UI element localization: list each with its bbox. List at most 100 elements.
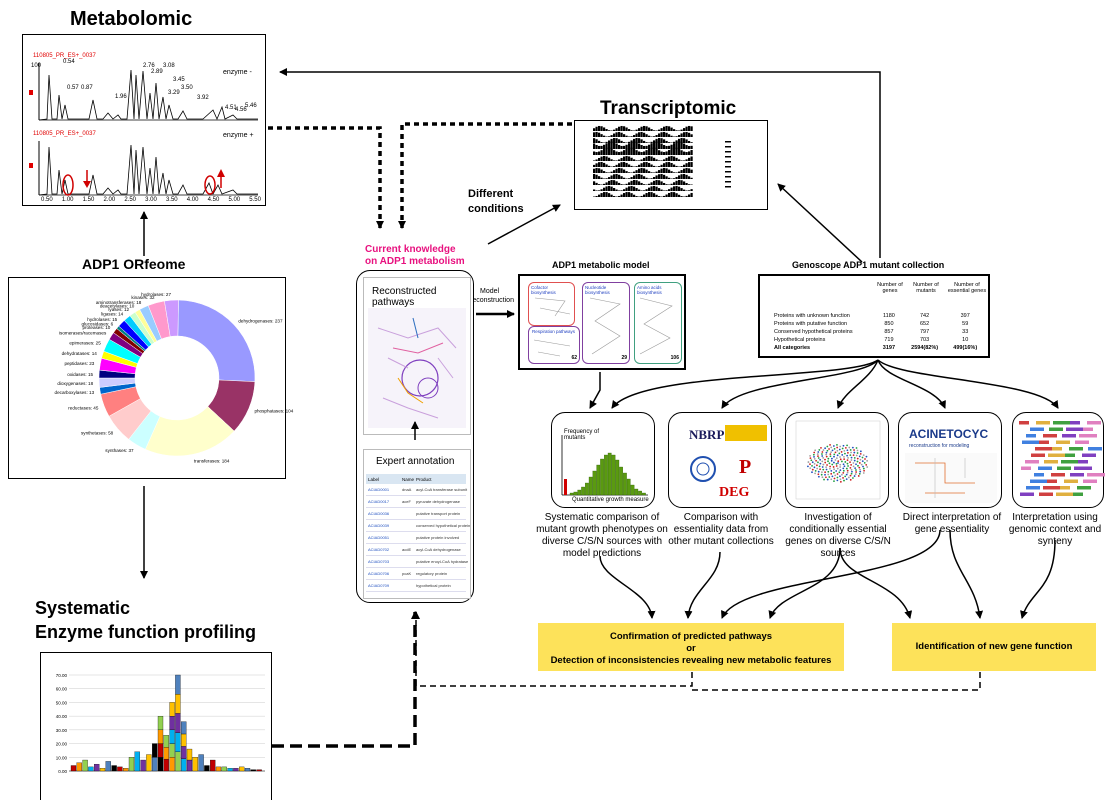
expression-bar [603,171,605,173]
expression-bar [606,142,608,143]
expression-bar [691,170,693,173]
expression-bar [646,134,648,137]
expression-bar [646,142,648,143]
expression-bar [608,181,610,185]
scatter-point [856,447,858,449]
scatter-point [859,473,861,475]
expression-bar [618,159,620,161]
expression-bar [623,162,625,167]
scatter-point [824,459,826,461]
annotation-cell: putative transport protein [416,511,466,516]
scatter-point [851,457,853,459]
expression-bar [613,174,615,179]
scatter-point [841,454,843,456]
y-tick-label: 0.00 [58,769,67,774]
expression-bar [623,170,625,173]
scatter-point [834,448,836,450]
hist-bar [585,483,588,495]
expression-bar [661,132,663,137]
expression-bar [633,195,635,197]
expression-bar [725,141,731,143]
expression-bar [613,130,615,131]
expression-bar [606,182,608,185]
expression-bar [601,170,603,173]
profiling-bar [228,768,233,771]
expression-bar [651,148,653,155]
scatter-point [837,462,839,464]
expression-bar [641,139,643,143]
peak-label: 0.57 [67,85,79,91]
gene-block [1020,493,1034,497]
expression-bar [638,138,640,143]
annotation-cell: regulatory protein [416,571,466,576]
expression-bar [656,149,658,155]
scatter-point [849,454,851,456]
expression-bar [621,190,623,191]
expression-bar [601,142,603,143]
expression-bar [688,133,690,137]
scatter-point [827,479,829,481]
expression-bar [688,146,690,149]
scatter-point [846,449,848,451]
expression-bar [648,188,650,191]
scatter-point [853,452,855,454]
expression-bar [641,159,643,161]
expression-bar [668,126,670,131]
expression-bar [686,183,688,185]
mutant-collection-box: Number of genes Number of mutants Number… [758,274,990,358]
profiling-bar [187,749,192,760]
scatter-point [833,468,835,470]
expression-bar [633,149,635,155]
expression-bar [601,126,603,131]
scatter-point [832,449,834,451]
expression-bar [668,162,670,167]
annotation-cell: ACIAD0051 [366,535,402,540]
expression-bar [666,151,668,155]
expression-bar [641,183,643,185]
scatter-point [808,461,810,463]
scatter-point [825,476,827,478]
gene-block [1036,421,1050,425]
mutant-table-cell: 742 [907,313,943,319]
annotation-cell: aceF [402,499,416,504]
expression-bar [688,176,690,179]
gene-block [1035,447,1053,451]
scatter-point [848,447,850,449]
expression-bar [623,146,625,149]
expression-bar [623,178,625,179]
expression-bar [638,190,640,191]
scatter-point [861,464,863,466]
profiling-title-line1: Systematic [35,598,130,619]
hist-bar [616,460,619,495]
scatter-point [850,452,852,454]
expression-bar [613,180,615,185]
expression-bar [596,152,598,155]
expression-bar [661,190,663,191]
scatter-point [860,453,862,455]
expression-bar [686,159,688,161]
deg-logo: DEG [719,485,749,501]
expression-bar [611,159,613,161]
profiling-bar [88,767,93,771]
scatter-point [844,465,846,467]
mutant-table-cell: Proteins with unknown function [774,313,871,319]
scatter-point [817,455,819,457]
scatter-point [817,453,819,455]
gene-block [1021,467,1031,471]
expression-bar [676,193,678,197]
caption-conditional-essential: Investigation of conditionally essential… [780,512,896,560]
scatter-point [837,473,839,475]
profiling-bar [170,744,175,758]
expression-bar [598,184,600,185]
scatter-point [853,454,855,456]
expression-bar [671,163,673,167]
expression-bar [663,159,665,161]
expression-bar [666,126,668,131]
expression-bar [658,160,660,161]
expression-bar [641,163,643,167]
expression-bar [621,141,623,143]
expression-bar [626,163,628,167]
